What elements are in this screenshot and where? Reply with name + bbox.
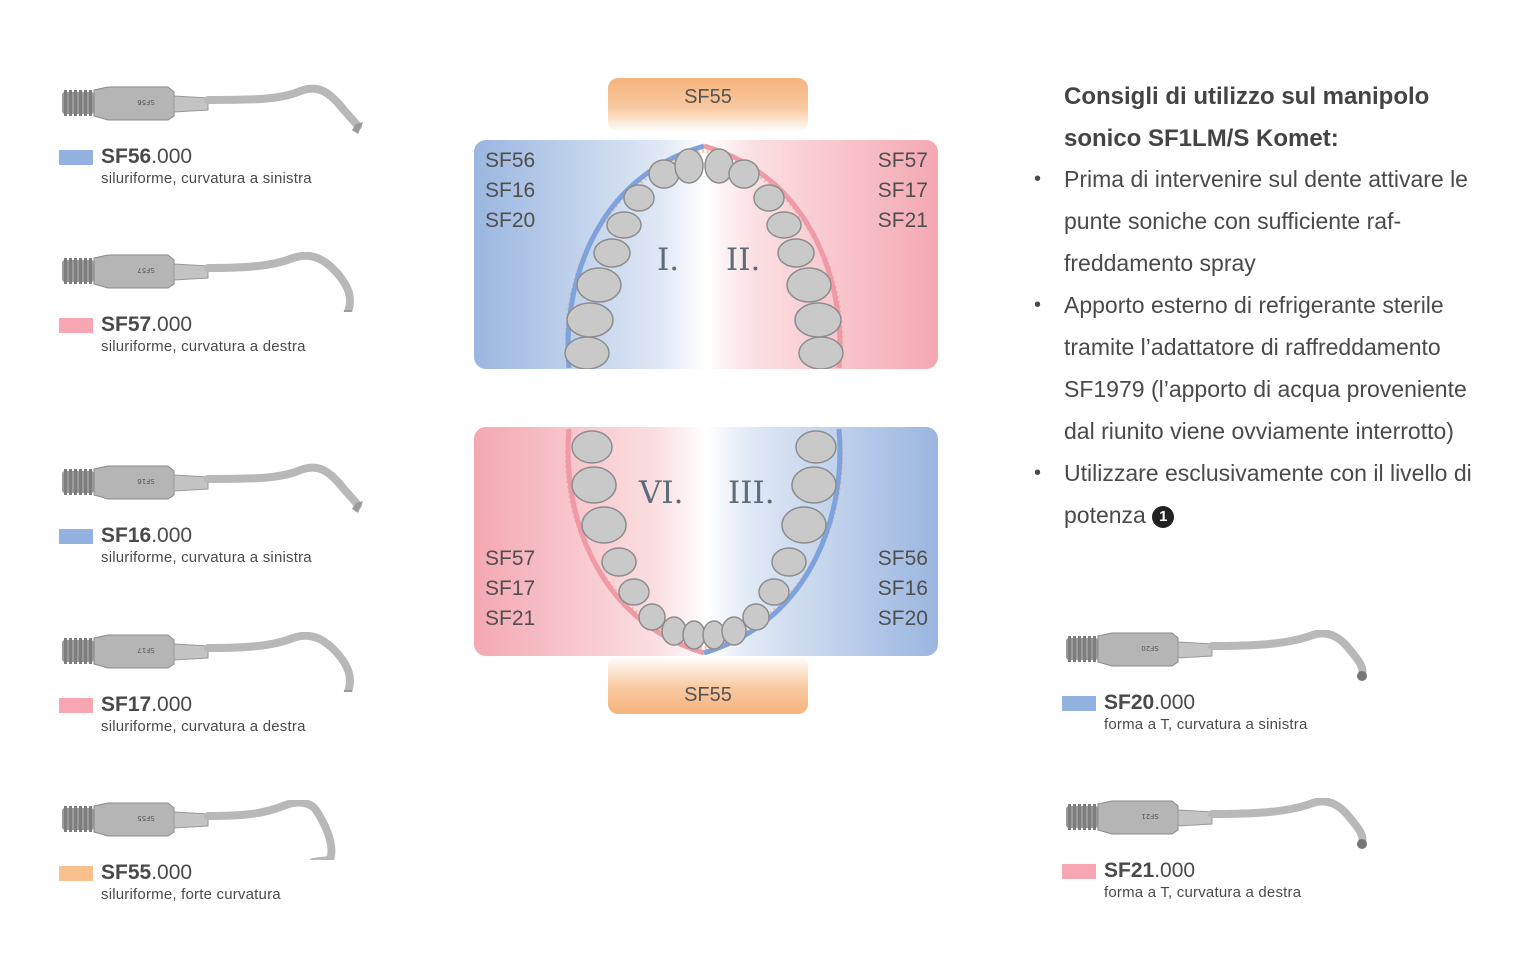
sf21-color-swatch xyxy=(1062,864,1096,879)
tip-code: SF57.000 xyxy=(101,313,306,337)
sf16-color-swatch xyxy=(59,529,93,544)
quadrant-VI: VI. xyxy=(639,475,684,511)
tip-code-suffix: .000 xyxy=(151,145,193,168)
sf17-color-swatch xyxy=(59,698,93,713)
instructions-list: • Prima di intervenire sul dente attivar… xyxy=(1034,158,1510,536)
tip-description: siluriforme, curvatura a sinistra xyxy=(101,549,312,566)
bullet-icon: • xyxy=(1034,294,1042,316)
sf56-color-swatch xyxy=(59,150,93,165)
lower-right-labels: SF56 SF16 SF20 xyxy=(878,544,928,634)
quadrant-II: II. xyxy=(726,242,761,278)
lower-arch-panel: VI. III. SF57 SF17 SF21 SF56 SF16 SF20 xyxy=(474,427,938,656)
tip-code-suffix: .000 xyxy=(151,693,193,716)
upper-arch-teeth xyxy=(564,143,844,369)
tip-description: siluriforme, forte curvatura xyxy=(101,886,281,903)
heading-line-1: Consigli di utilizzo sul manipolo xyxy=(1064,83,1430,110)
lower-right-label-1: SF56 xyxy=(877,547,928,570)
upper-left-labels: SF56 SF16 SF20 xyxy=(485,146,535,236)
tip-code-bold: SF57 xyxy=(101,313,152,336)
instruction-item: • Utilizzare esclusivamente con il livel… xyxy=(1034,452,1494,536)
tip-code-bold: SF55 xyxy=(101,861,152,884)
upper-right-label-2: SF17 xyxy=(877,179,928,202)
lower-right-label-3: SF20 xyxy=(877,607,928,630)
svg-text:SF21: SF21 xyxy=(1141,812,1158,820)
tip-code: SF55.000 xyxy=(101,861,281,885)
sonic-tip-t-shape-icon: SF20 xyxy=(1066,630,1367,681)
sonic-tip-right-icon: SF57 xyxy=(62,252,354,312)
lower-sf55-tab: SF55 xyxy=(608,656,808,714)
tip-code: SF17.000 xyxy=(101,693,306,717)
svg-text:SF57: SF57 xyxy=(137,266,154,274)
upper-right-label-3: SF21 xyxy=(877,209,928,232)
upper-right-labels: SF57 SF17 SF21 xyxy=(878,146,928,236)
upper-arch-panel: SF56 SF16 SF20 SF57 SF17 SF21 I. II. xyxy=(474,140,938,369)
lower-left-label-1: SF57 xyxy=(485,547,536,570)
svg-text:SF56: SF56 xyxy=(137,98,155,106)
quadrant-I: I. xyxy=(657,242,680,278)
tip-code-bold: SF16 xyxy=(101,524,152,547)
instruction-item: • Prima di intervenire sul dente attivar… xyxy=(1034,158,1484,284)
instruction-item: • Apporto esterno di refrigerante steril… xyxy=(1034,284,1494,452)
tip-description: siluriforme, curvatura a destra xyxy=(101,718,306,735)
tip-code: SF56.000 xyxy=(101,145,312,169)
svg-text:SF20: SF20 xyxy=(1141,644,1158,652)
upper-sf55-tab: SF55 xyxy=(608,78,808,132)
tip-code-bold: SF17 xyxy=(101,693,152,716)
upper-right-label-1: SF57 xyxy=(877,149,928,172)
bullet-icon: • xyxy=(1034,462,1042,484)
svg-text:SF17: SF17 xyxy=(137,646,154,654)
tip-code-bold: SF56 xyxy=(101,145,152,168)
tip-code-suffix: .000 xyxy=(151,861,193,884)
upper-left-label-2: SF16 xyxy=(485,179,536,202)
heading-line-2: sonico SF1LM/S Komet: xyxy=(1064,125,1339,152)
sf57-color-swatch xyxy=(59,318,93,333)
tip-code-suffix: .000 xyxy=(151,313,193,336)
tip-description: siluriforme, curvatura a destra xyxy=(101,338,306,355)
sf20-color-swatch xyxy=(1062,696,1096,711)
lower-arch-teeth xyxy=(564,428,844,656)
quadrant-III: III. xyxy=(728,475,775,511)
tip-code: SF21.000 xyxy=(1104,859,1301,883)
svg-text:SF16: SF16 xyxy=(137,477,155,485)
sonic-tip-t-shape-icon: SF21 xyxy=(1066,798,1367,849)
tip-code-bold: SF21 xyxy=(1104,859,1155,882)
tip-code-suffix: .000 xyxy=(1154,691,1196,714)
lower-left-labels: SF57 SF17 SF21 xyxy=(485,544,535,634)
svg-text:SF55: SF55 xyxy=(137,814,154,822)
lower-left-label-2: SF17 xyxy=(485,577,536,600)
sonic-tip-strong-curve-icon: SF55 xyxy=(62,800,336,860)
sonic-tip-left-icon: SF56 xyxy=(62,84,363,134)
tip-description: siluriforme, curvatura a sinistra xyxy=(101,170,312,187)
sonic-tip-left-icon: SF16 xyxy=(62,463,363,513)
upper-left-label-1: SF56 xyxy=(485,149,536,172)
tip-code: SF16.000 xyxy=(101,524,312,548)
bullet-icon: • xyxy=(1034,168,1042,190)
tip-code: SF20.000 xyxy=(1104,691,1308,715)
tip-code-suffix: .000 xyxy=(1154,859,1196,882)
tip-description: forma a T, curvatura a sinistra xyxy=(1104,716,1308,733)
lower-left-label-3: SF21 xyxy=(485,607,536,630)
upper-left-label-3: SF20 xyxy=(485,209,536,232)
tip-code-suffix: .000 xyxy=(151,524,193,547)
sonic-tip-right-icon: SF17 xyxy=(62,632,354,692)
power-level-badge-icon: 1 xyxy=(1152,506,1175,528)
sf55-color-swatch xyxy=(59,866,93,881)
instructions-heading: Consigli di utilizzo sul manipolo sonico… xyxy=(1064,76,1494,160)
tip-code-bold: SF20 xyxy=(1104,691,1155,714)
lower-right-label-2: SF16 xyxy=(877,577,928,600)
tip-description: forma a T, curvatura a destra xyxy=(1104,884,1302,901)
